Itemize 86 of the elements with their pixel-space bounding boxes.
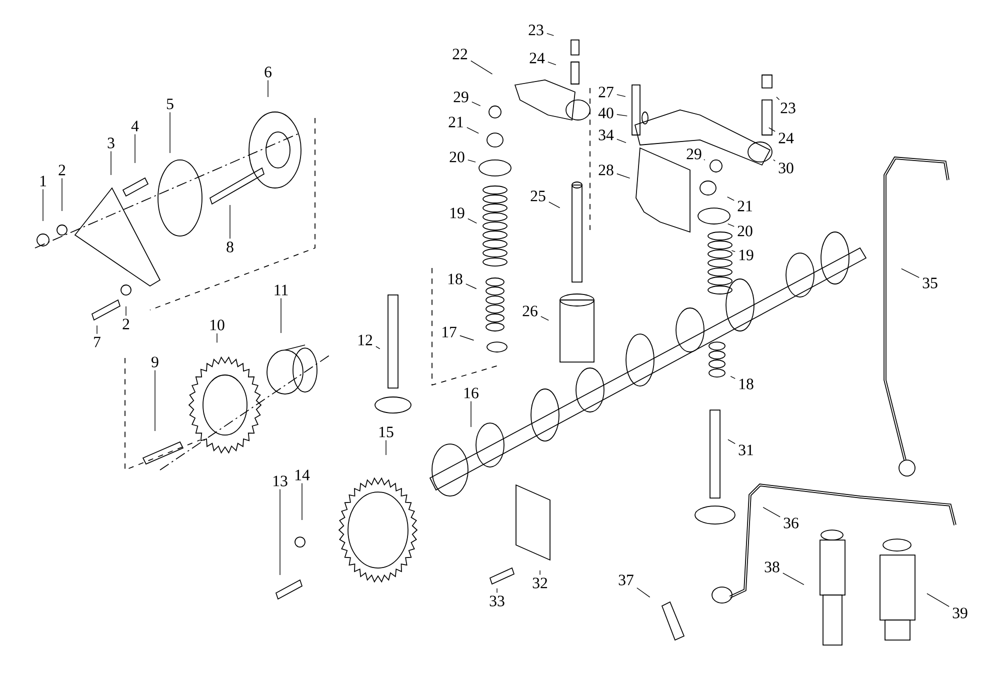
leader-line bbox=[616, 173, 630, 178]
callout-number: 32 bbox=[532, 578, 548, 588]
callout-number: 7 bbox=[94, 336, 100, 348]
callout-number: 29 bbox=[686, 148, 702, 160]
leader-line bbox=[727, 196, 734, 201]
leader-line bbox=[762, 507, 780, 518]
callout-number: 26 bbox=[522, 306, 538, 316]
leader-line bbox=[768, 127, 776, 132]
leader-line bbox=[782, 572, 804, 586]
callout-number: 23 bbox=[780, 102, 796, 114]
callout-number: 34 bbox=[598, 130, 614, 140]
callout-number: 40 bbox=[598, 108, 614, 118]
callout-number: 18 bbox=[448, 274, 462, 284]
callout-number: 35 bbox=[922, 278, 938, 288]
callout-number: 20 bbox=[450, 152, 464, 162]
callout-number: 10 bbox=[210, 320, 224, 330]
callout-number: 3 bbox=[108, 138, 114, 148]
callout-number: 11 bbox=[274, 284, 288, 296]
leader-line bbox=[728, 439, 736, 444]
leader-line bbox=[466, 284, 477, 290]
leader-line bbox=[216, 332, 218, 343]
leader-line bbox=[470, 400, 472, 428]
callout-number: 16 bbox=[464, 388, 478, 398]
leader-line bbox=[466, 127, 479, 134]
leader-line bbox=[96, 325, 98, 334]
leader-line bbox=[926, 593, 950, 607]
callout-number: 22 bbox=[452, 48, 468, 60]
callout-number: 21 bbox=[448, 116, 463, 128]
callout-number: 1 bbox=[40, 176, 46, 186]
callout-number: 30 bbox=[778, 162, 794, 174]
leader-line bbox=[42, 188, 44, 222]
leader-line bbox=[472, 102, 481, 106]
leader-line bbox=[731, 250, 736, 252]
callout-number: 39 bbox=[952, 608, 968, 618]
callout-number: 25 bbox=[530, 190, 546, 202]
callout-number: 36 bbox=[784, 518, 798, 528]
leader-line bbox=[901, 268, 920, 278]
leader-line bbox=[546, 33, 554, 36]
callout-number: 21 bbox=[738, 200, 752, 212]
callout-number: 2 bbox=[122, 318, 130, 330]
callout-number: 23 bbox=[528, 24, 544, 36]
callout-number: 24 bbox=[778, 132, 794, 144]
callout-number: 18 bbox=[739, 378, 754, 390]
leader-line bbox=[776, 96, 780, 100]
callout-number: 15 bbox=[379, 426, 394, 438]
callout-number: 6 bbox=[264, 66, 272, 78]
leader-line bbox=[496, 588, 498, 594]
callout-number: 37 bbox=[618, 574, 634, 586]
leader-line bbox=[154, 370, 156, 432]
callout-number: 13 bbox=[273, 476, 288, 486]
callout-number: 27 bbox=[598, 86, 614, 98]
leader-line bbox=[134, 134, 136, 164]
callout-number: 31 bbox=[738, 444, 753, 456]
leader-line bbox=[548, 62, 556, 66]
leader-line bbox=[548, 202, 560, 208]
callout-number: 28 bbox=[598, 164, 614, 176]
callout-number: 17 bbox=[442, 326, 456, 338]
callout-number: 29 bbox=[454, 92, 468, 102]
leader-line bbox=[460, 335, 474, 341]
callout-number: 19 bbox=[739, 250, 754, 260]
callout-number: 20 bbox=[738, 226, 752, 236]
leader-line bbox=[616, 114, 628, 116]
callout-number: 5 bbox=[166, 98, 174, 110]
callout-number: 12 bbox=[358, 334, 372, 346]
leader-line bbox=[540, 316, 549, 321]
callout-number: 2 bbox=[58, 164, 66, 176]
leader-line bbox=[376, 346, 380, 350]
callout-number: 14 bbox=[295, 470, 310, 480]
callout-number: 4 bbox=[131, 120, 139, 132]
callout-number: 38 bbox=[764, 562, 780, 572]
leader-line bbox=[470, 60, 493, 74]
callout-number: 24 bbox=[530, 52, 545, 64]
leader-line bbox=[730, 376, 736, 379]
leader-line bbox=[280, 298, 282, 334]
leader-line bbox=[616, 94, 626, 97]
callout-number: 19 bbox=[450, 208, 464, 218]
callout-number: 33 bbox=[490, 596, 504, 606]
callout-number: 8 bbox=[226, 242, 234, 252]
leader-line bbox=[110, 150, 112, 176]
leader-line bbox=[773, 159, 776, 162]
leader-line bbox=[728, 223, 734, 227]
leader-line bbox=[468, 218, 478, 224]
leader-line bbox=[616, 138, 626, 143]
callout-number: 9 bbox=[152, 356, 158, 368]
leader-line bbox=[636, 588, 650, 598]
leader-line bbox=[468, 160, 476, 162]
